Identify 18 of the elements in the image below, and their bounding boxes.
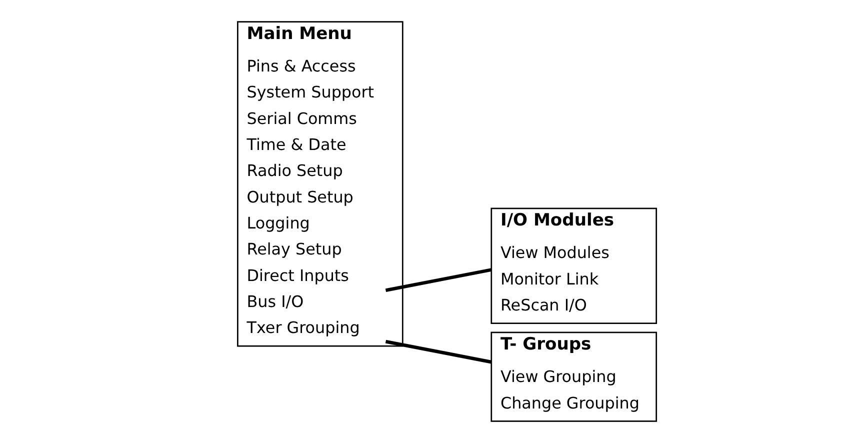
node-text: Direct Inputs [246, 266, 348, 285]
connector [384, 340, 492, 364]
node-text: View Grouping [500, 367, 616, 386]
node-text: Output Setup [246, 187, 353, 206]
node-text: Serial Comms [246, 108, 356, 128]
node-text: Radio Setup [246, 161, 342, 180]
node-text: Pins & Access [246, 56, 356, 76]
connector [384, 268, 492, 292]
node-text: ReScan I/O [500, 295, 586, 314]
node-text: View Modules [500, 243, 609, 262]
node-text: Change Grouping [500, 393, 639, 412]
node-text: System Support [246, 82, 374, 102]
node-text: Relay Setup [246, 240, 342, 259]
node-text: Txer Grouping [246, 318, 360, 338]
node-text: Bus I/O [246, 292, 304, 312]
node-text: Time & Date [246, 135, 346, 154]
node-text: Logging [246, 214, 310, 233]
node-text: Monitor Link [500, 269, 598, 288]
